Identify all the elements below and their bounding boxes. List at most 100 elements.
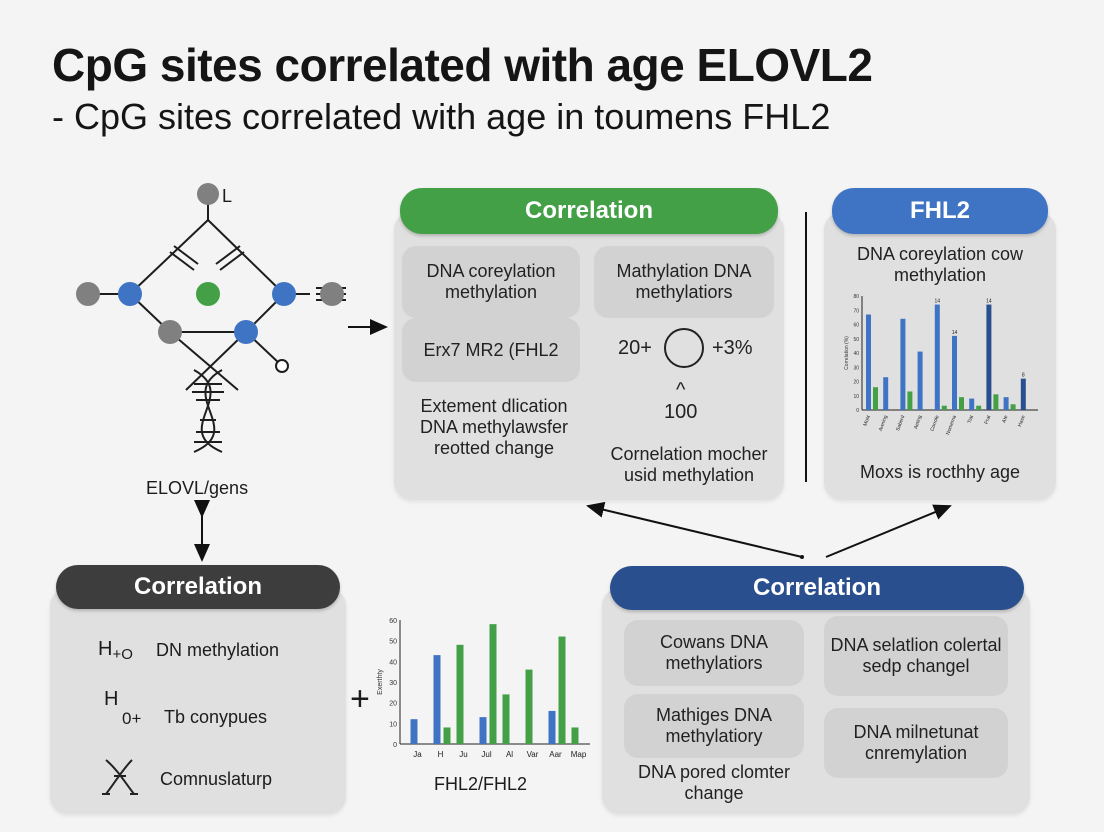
chart2-y-tick: 20 (853, 380, 859, 386)
chart2-bar-label: 14 (952, 330, 958, 336)
chart1-bar (502, 694, 510, 744)
page-subtitle: - CpG sites correlated with age in toume… (52, 96, 831, 137)
chart1-bar (571, 727, 579, 744)
bottom-left-panel (50, 588, 346, 814)
chart1-bar (443, 727, 451, 744)
bottom-left-panel-header: Correlation (56, 565, 340, 609)
chart1-y-tick: 50 (389, 639, 397, 646)
atom-lower-left (158, 320, 182, 344)
chart1-x-tick: Jul (481, 750, 491, 759)
circle-icon (664, 328, 704, 368)
chart1-y-tick: 30 (389, 680, 397, 687)
bottom-right-card-2: DNA selatlion colertal sedp changel (824, 616, 1008, 696)
chart1-x-tick: Map (571, 750, 587, 759)
chart1-bar (489, 624, 497, 744)
chart2-bar-label: 14 (935, 299, 941, 305)
chart2-y-tick: 10 (853, 394, 859, 400)
atom-hydroxyl (275, 359, 289, 373)
chart2-bar (873, 387, 878, 410)
right-panel (824, 212, 1056, 500)
bottom-right-note: DNA pored clomter change (637, 762, 791, 803)
chart2-y-tick: 70 (853, 308, 859, 314)
chart1-bar (548, 710, 556, 744)
molecule-caption: ELOVL/gens (146, 478, 249, 498)
chart2-y-tick: 80 (853, 294, 859, 300)
water-icon: H+O (98, 638, 133, 663)
chart2-bar (907, 391, 913, 410)
helix-icon (102, 759, 138, 795)
chart2-bar (917, 351, 923, 410)
bottom-chart-caption: FHL2/FHL2 (434, 774, 528, 794)
chart2-bar (976, 405, 982, 410)
center-card-1: DNA coreylation methylation (402, 246, 580, 318)
bottom-left-item-3: Comnuslaturp (160, 769, 273, 789)
chart1-bar (433, 655, 441, 744)
chart2-bar (986, 304, 992, 410)
chart1-bar (456, 644, 464, 744)
chart1-x-tick: Ja (413, 750, 422, 759)
chart1-bar (525, 669, 533, 744)
right-panel-caption-bottom: Moxs is rocthhy age (859, 462, 1021, 482)
chart2-y-label: Correlation (%) (844, 336, 850, 370)
bottom-right-card-1: Cowans DNA methylatiors (624, 620, 804, 686)
center-card-2: Mathylation DNA methylatiors (594, 246, 774, 318)
center-right-note: Cornelation mocher usid methylation (610, 444, 768, 485)
chart1-y-tick: 10 (389, 721, 397, 728)
chart1-x-tick: Var (527, 750, 539, 759)
chart2-bar (866, 314, 871, 410)
chart2-bar (1020, 378, 1026, 410)
chart2-x-tick: Aeting (913, 414, 924, 430)
chart1-y-tick: 20 (389, 701, 397, 708)
chart2-x-tick: Tiat (967, 414, 976, 424)
bottom-left-item-2: Tb conypues (164, 707, 268, 727)
chart2-x-tick: Ate (1001, 414, 1009, 423)
chart2-x-tick: Nomema (945, 414, 958, 435)
right-panel-header: FHL2 (832, 188, 1048, 234)
arrow-to-center-panel (586, 501, 803, 558)
chart2-bar (959, 397, 964, 410)
molecule-top-label: L (222, 186, 233, 206)
chart2-bar-label: 8 (1022, 373, 1025, 379)
chart2-x-tick: Awning (878, 414, 889, 432)
chart2-bar (1003, 397, 1009, 410)
chart2-bar (993, 394, 999, 410)
bottom-left-item-1: DN methylation (156, 640, 280, 660)
caret-icon: ^ (676, 379, 686, 401)
bottom-right-card-3: Mathiges DNA methylatiory (624, 694, 804, 758)
atom-left (118, 282, 142, 306)
chart2-bar-label: 14 (986, 299, 992, 305)
chart2-bar (883, 377, 889, 410)
chart2-bar (941, 405, 947, 410)
chart2-y-tick: 50 (853, 337, 859, 343)
atom-left-outer (76, 282, 100, 306)
molecule-diagram (76, 183, 346, 453)
chart1-bar (479, 717, 487, 744)
chart2-y-tick: 0 (856, 408, 859, 414)
plus-sign: + (350, 680, 370, 718)
chart2-y-tick: 30 (853, 365, 859, 371)
center-card-3: Erx7 MR2 (FHL2 (402, 318, 580, 382)
atom-right-outer (320, 282, 344, 306)
atom-center (196, 282, 220, 306)
chart1-bar (558, 636, 566, 744)
page-title: CpG sites correlated with age ELOVL2 (52, 39, 873, 91)
chart2-bar (969, 398, 975, 410)
bottom-right-card-4: DNA milnetunat cnremylation (824, 708, 1008, 778)
chart2-bar (934, 304, 940, 410)
center-stat-right: +3% (712, 337, 753, 359)
chart2-bar (900, 318, 906, 410)
chart1-x-tick: Ju (459, 750, 467, 759)
center-panel-header: Correlation (400, 188, 778, 234)
chart2-y-tick: 40 (853, 351, 859, 357)
arrow-junction (800, 555, 804, 559)
chart1-y-tick: 0 (393, 742, 397, 749)
chart2-bar (952, 335, 957, 410)
chart1-y-label: Exerthty (377, 669, 384, 695)
chart2-y-tick: 60 (853, 323, 859, 329)
chart1-bar (410, 719, 418, 744)
atom-right (272, 282, 296, 306)
